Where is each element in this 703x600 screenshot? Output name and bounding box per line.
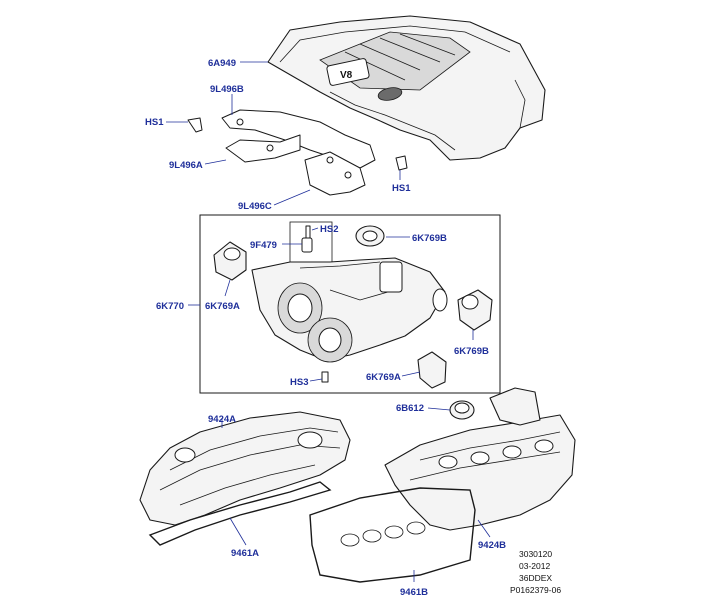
callout-9F479: 9F479 [250,240,277,251]
bolt-HS3 [321,371,329,383]
hose-6K769A-bottom [417,351,447,389]
cover-brackets [187,109,408,196]
gasket-right [309,487,476,583]
hose-6K769B-top [355,225,385,247]
reference-block: 3030120 03-2012 36DDEX P0162379-06 [510,549,561,595]
callout-6K769B-top: 6K769B [412,233,447,244]
oil-filler-cap-6B612 [449,400,475,420]
callout-6K769B-right: 6K769B [454,346,489,357]
callout-HS1-right: HS1 [392,183,411,194]
intake-group-frame [199,214,501,394]
callout-9424B: 9424B [478,540,506,551]
sensor-9F479 [301,225,313,253]
callout-9L496B: 9L496B [210,84,244,95]
reference-line-3: 36DDEX [519,573,552,583]
callout-HS2: HS2 [320,224,338,235]
callout-6B612: 6B612 [396,403,424,414]
callout-6K770: 6K770 [156,301,184,312]
callout-9461B: 9461B [400,587,428,598]
callout-HS3: HS3 [290,377,308,388]
reference-line-1: 3030120 [519,549,552,559]
reference-line-2: 03-2012 [519,561,550,571]
callout-HS1-left: HS1 [145,117,164,128]
gasket-left [148,481,332,546]
cam-cover-right [384,387,576,531]
callout-6K769A-left: 6K769A [205,301,240,312]
callout-9424A: 9424A [208,414,236,425]
callout-6K769A-bottom: 6K769A [366,372,401,383]
callout-9461A: 9461A [231,548,259,559]
callout-9L496C: 9L496C [238,201,272,212]
reference-line-4: P0162379-06 [510,585,561,595]
cover-badge: V8 [340,70,353,81]
throttle-elbow-assembly [251,257,448,363]
cam-cover-left [139,411,351,526]
engine-cover [267,15,546,161]
callout-labels: 6A949 9L496B HS1 9L496A HS1 9L496C HS2 9… [145,58,506,598]
leader-lines [166,61,491,582]
hose-6K769A-left [213,241,247,281]
callout-6A949: 6A949 [208,58,236,69]
hose-6K769B-right [457,289,493,331]
callout-9L496A: 9L496A [169,160,203,171]
